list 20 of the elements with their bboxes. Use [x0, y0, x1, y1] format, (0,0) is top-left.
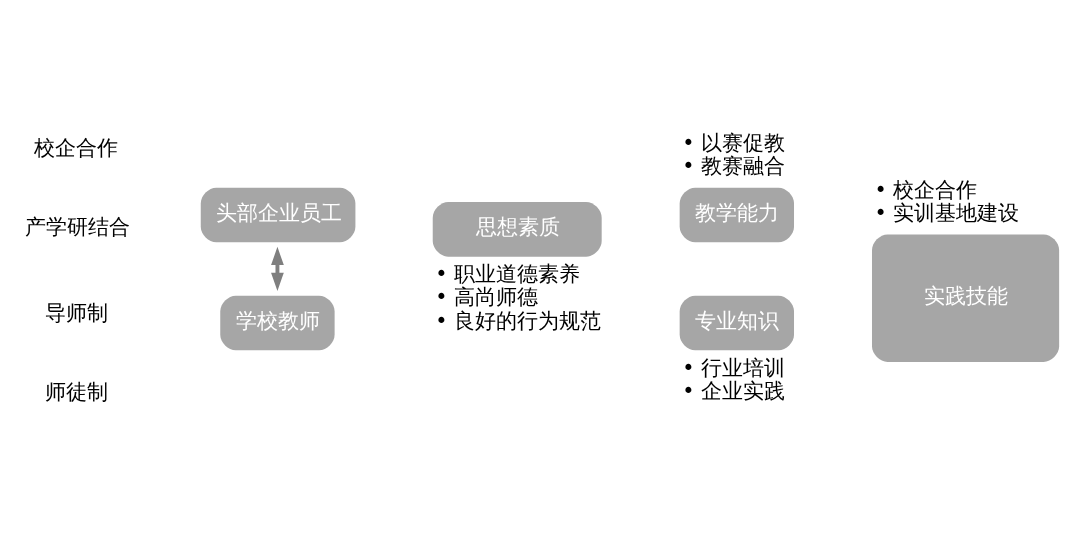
label: 产学研结合 — [24, 214, 130, 239]
node-label: • 以赛促教 — [682, 130, 786, 155]
node-box: 实践技能 — [872, 234, 1060, 362]
node-label: • 校企合作 — [874, 177, 978, 202]
node-box: 思想素质 — [432, 201, 602, 257]
node-label: • 良好的行为规范 — [435, 308, 602, 333]
node-label: • 高尚师德 — [435, 284, 539, 309]
node-box: 教学能力 — [679, 187, 794, 242]
label: 校企合作 — [34, 135, 119, 160]
node-label: • 职业道德素养 — [435, 261, 581, 286]
label: 导师制 — [44, 300, 108, 325]
node-box: 学校教师 — [220, 295, 335, 350]
node-label: • 实训基地建设 — [874, 200, 1020, 225]
node-label: • 行业培训 — [682, 355, 786, 380]
node-label: • 教赛融合 — [682, 153, 786, 178]
label: 师徒制 — [44, 379, 108, 404]
node-label: • 企业实践 — [682, 378, 786, 403]
node-box: 专业知识 — [679, 295, 794, 350]
node-box: 头部企业员工 — [200, 187, 356, 242]
arrow — [271, 246, 284, 291]
